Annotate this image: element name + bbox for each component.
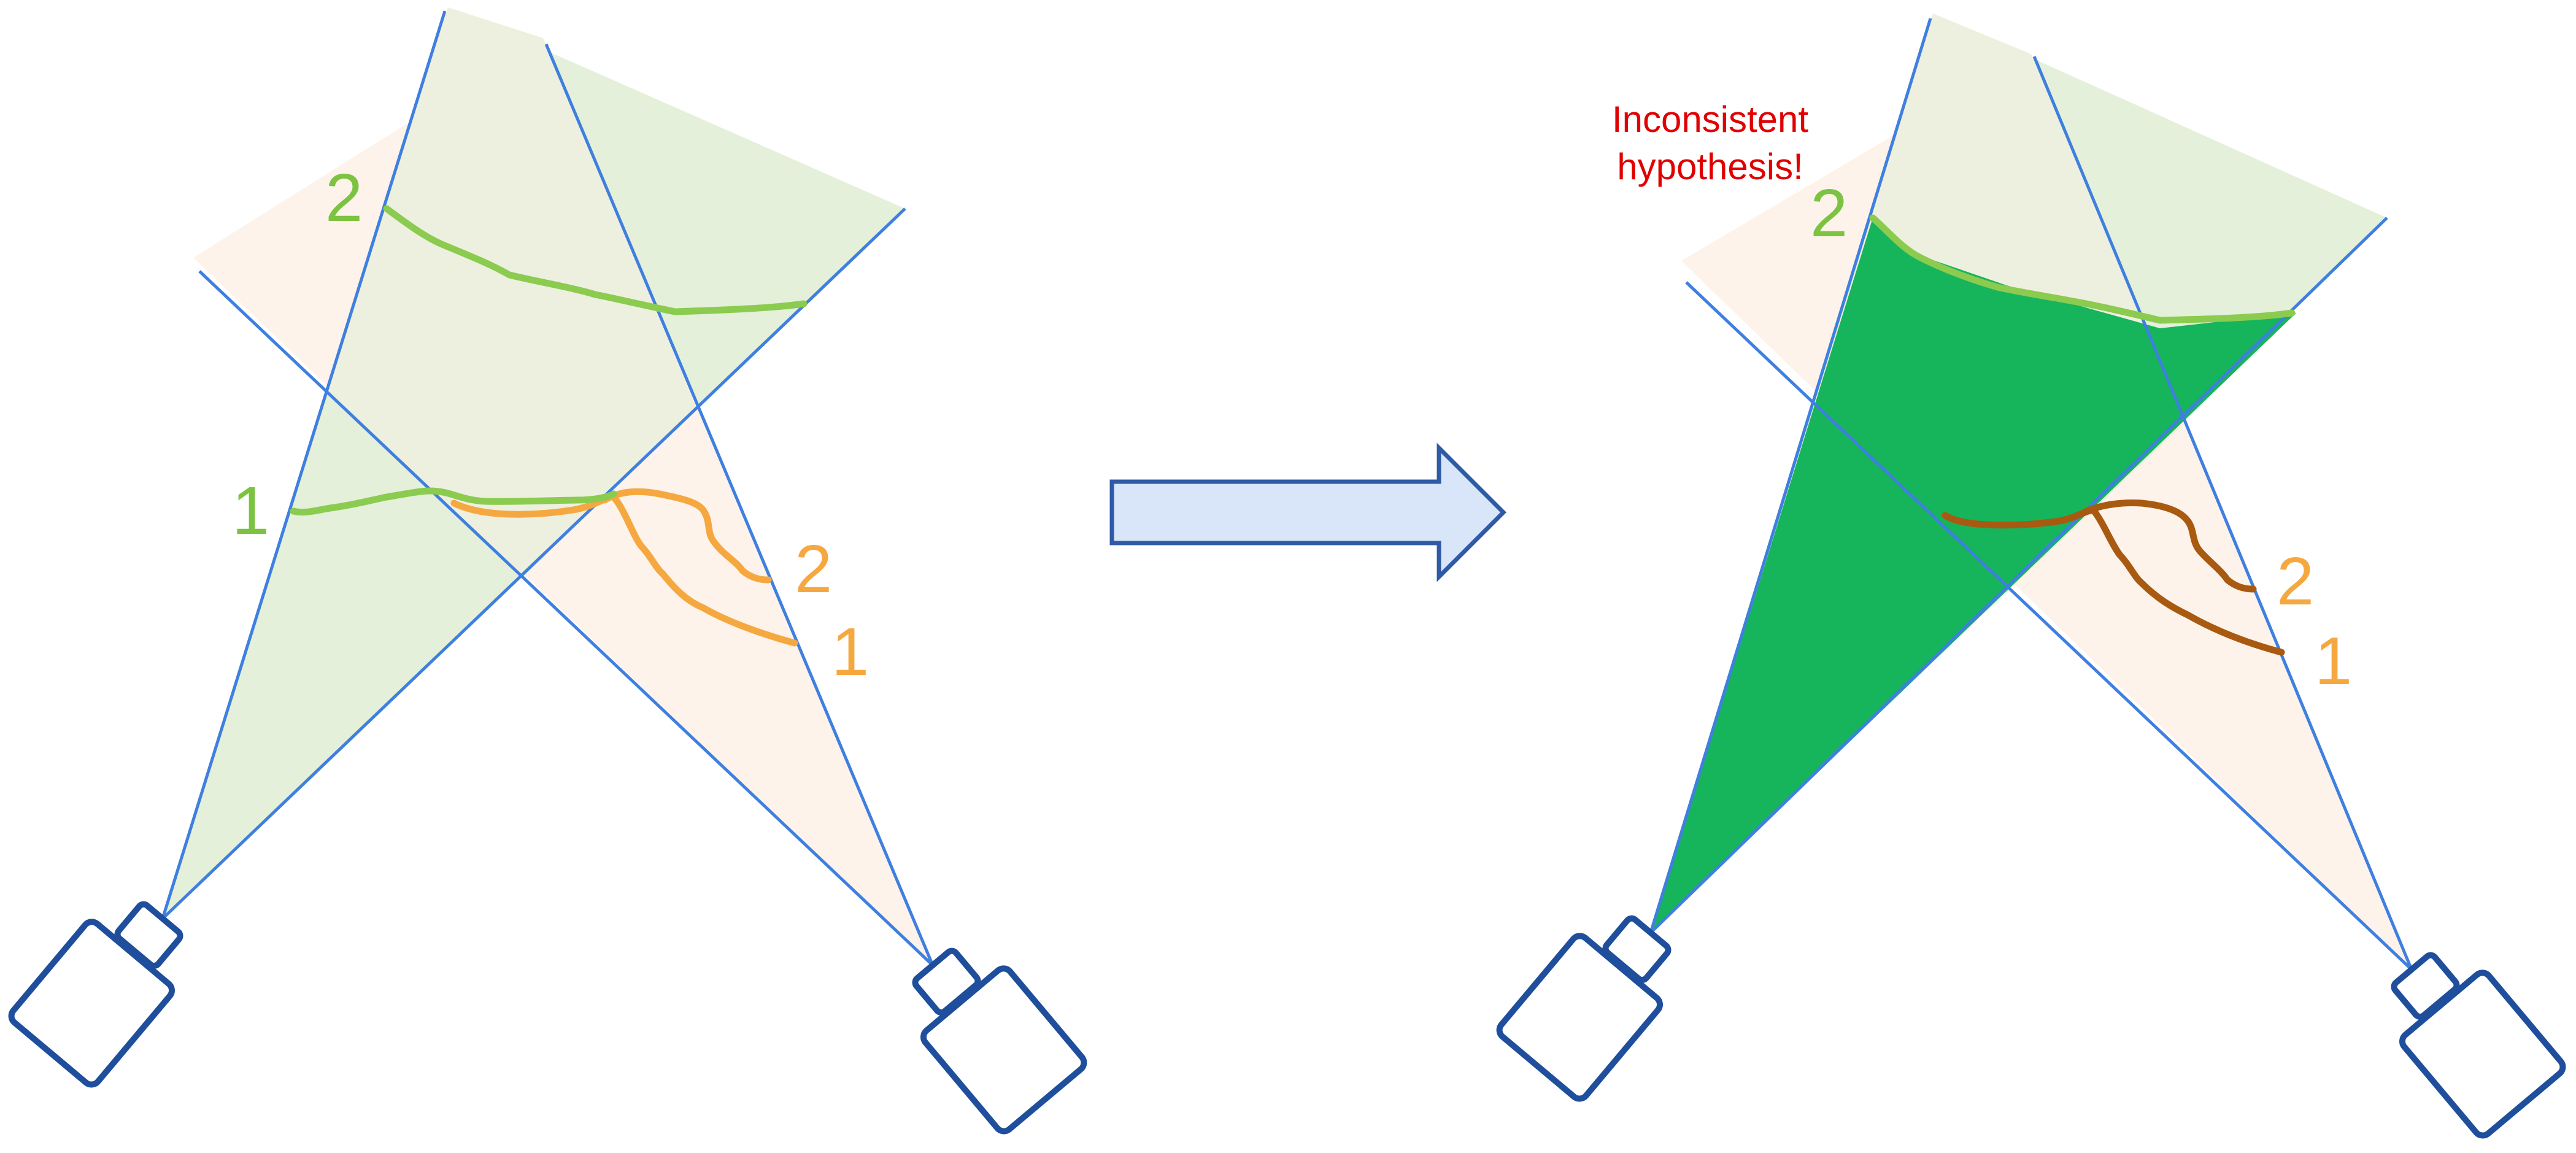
right-brown-curve-1 bbox=[1942, 507, 2285, 656]
right-cam-a-ray-1 bbox=[1649, 18, 1932, 933]
left-cam-a-ray-2 bbox=[161, 207, 906, 920]
right-camera-a bbox=[1496, 915, 1672, 1102]
left-orange-label-1: 1 bbox=[831, 614, 869, 690]
left-green-label-1: 1 bbox=[232, 473, 269, 549]
left-cam-a-ray-1 bbox=[161, 10, 447, 919]
right-cam-b-ray-2 bbox=[1685, 281, 2413, 971]
right-camera-b bbox=[2391, 952, 2566, 1139]
left-green-label-2: 2 bbox=[325, 160, 363, 236]
left-cam-b-ray-2 bbox=[198, 270, 934, 966]
right-panel: 2 2 1 Inconsistent hypothesis! bbox=[1496, 13, 2566, 1139]
left-panel: 2 1 2 1 bbox=[8, 7, 1087, 1135]
transition-arrow bbox=[1109, 442, 1506, 582]
left-camera-b bbox=[912, 947, 1087, 1135]
right-orange-label-2: 2 bbox=[2277, 544, 2314, 619]
right-cam-a-ray-2 bbox=[1649, 217, 2388, 934]
annotation-line-1: Inconsistent bbox=[1612, 99, 1809, 140]
left-green-curve-1 bbox=[290, 487, 617, 516]
right-cam-b-ray-1 bbox=[2032, 56, 2413, 970]
left-green-curve-2 bbox=[383, 205, 808, 315]
right-green-label-2: 2 bbox=[1810, 175, 1848, 251]
left-orange-curve-2 bbox=[601, 488, 772, 584]
right-green-curve-2 bbox=[1869, 214, 2296, 324]
left-cam-b-ray-1 bbox=[544, 44, 935, 966]
left-cone-overlap bbox=[328, 7, 696, 577]
camera-body bbox=[1496, 933, 1664, 1102]
left-orange-label-2: 2 bbox=[795, 531, 832, 607]
camera-body bbox=[8, 919, 175, 1088]
annotation-line-2: hypothesis! bbox=[1617, 146, 1803, 187]
right-brown-curve-2 bbox=[2081, 499, 2257, 593]
inconsistent-region bbox=[1651, 218, 2296, 933]
left-orange-curve-1 bbox=[450, 493, 798, 647]
camera-body bbox=[920, 965, 1087, 1135]
camera-body bbox=[2399, 970, 2566, 1139]
left-camera-a bbox=[8, 901, 183, 1088]
right-orange-label-1: 1 bbox=[2315, 623, 2352, 699]
